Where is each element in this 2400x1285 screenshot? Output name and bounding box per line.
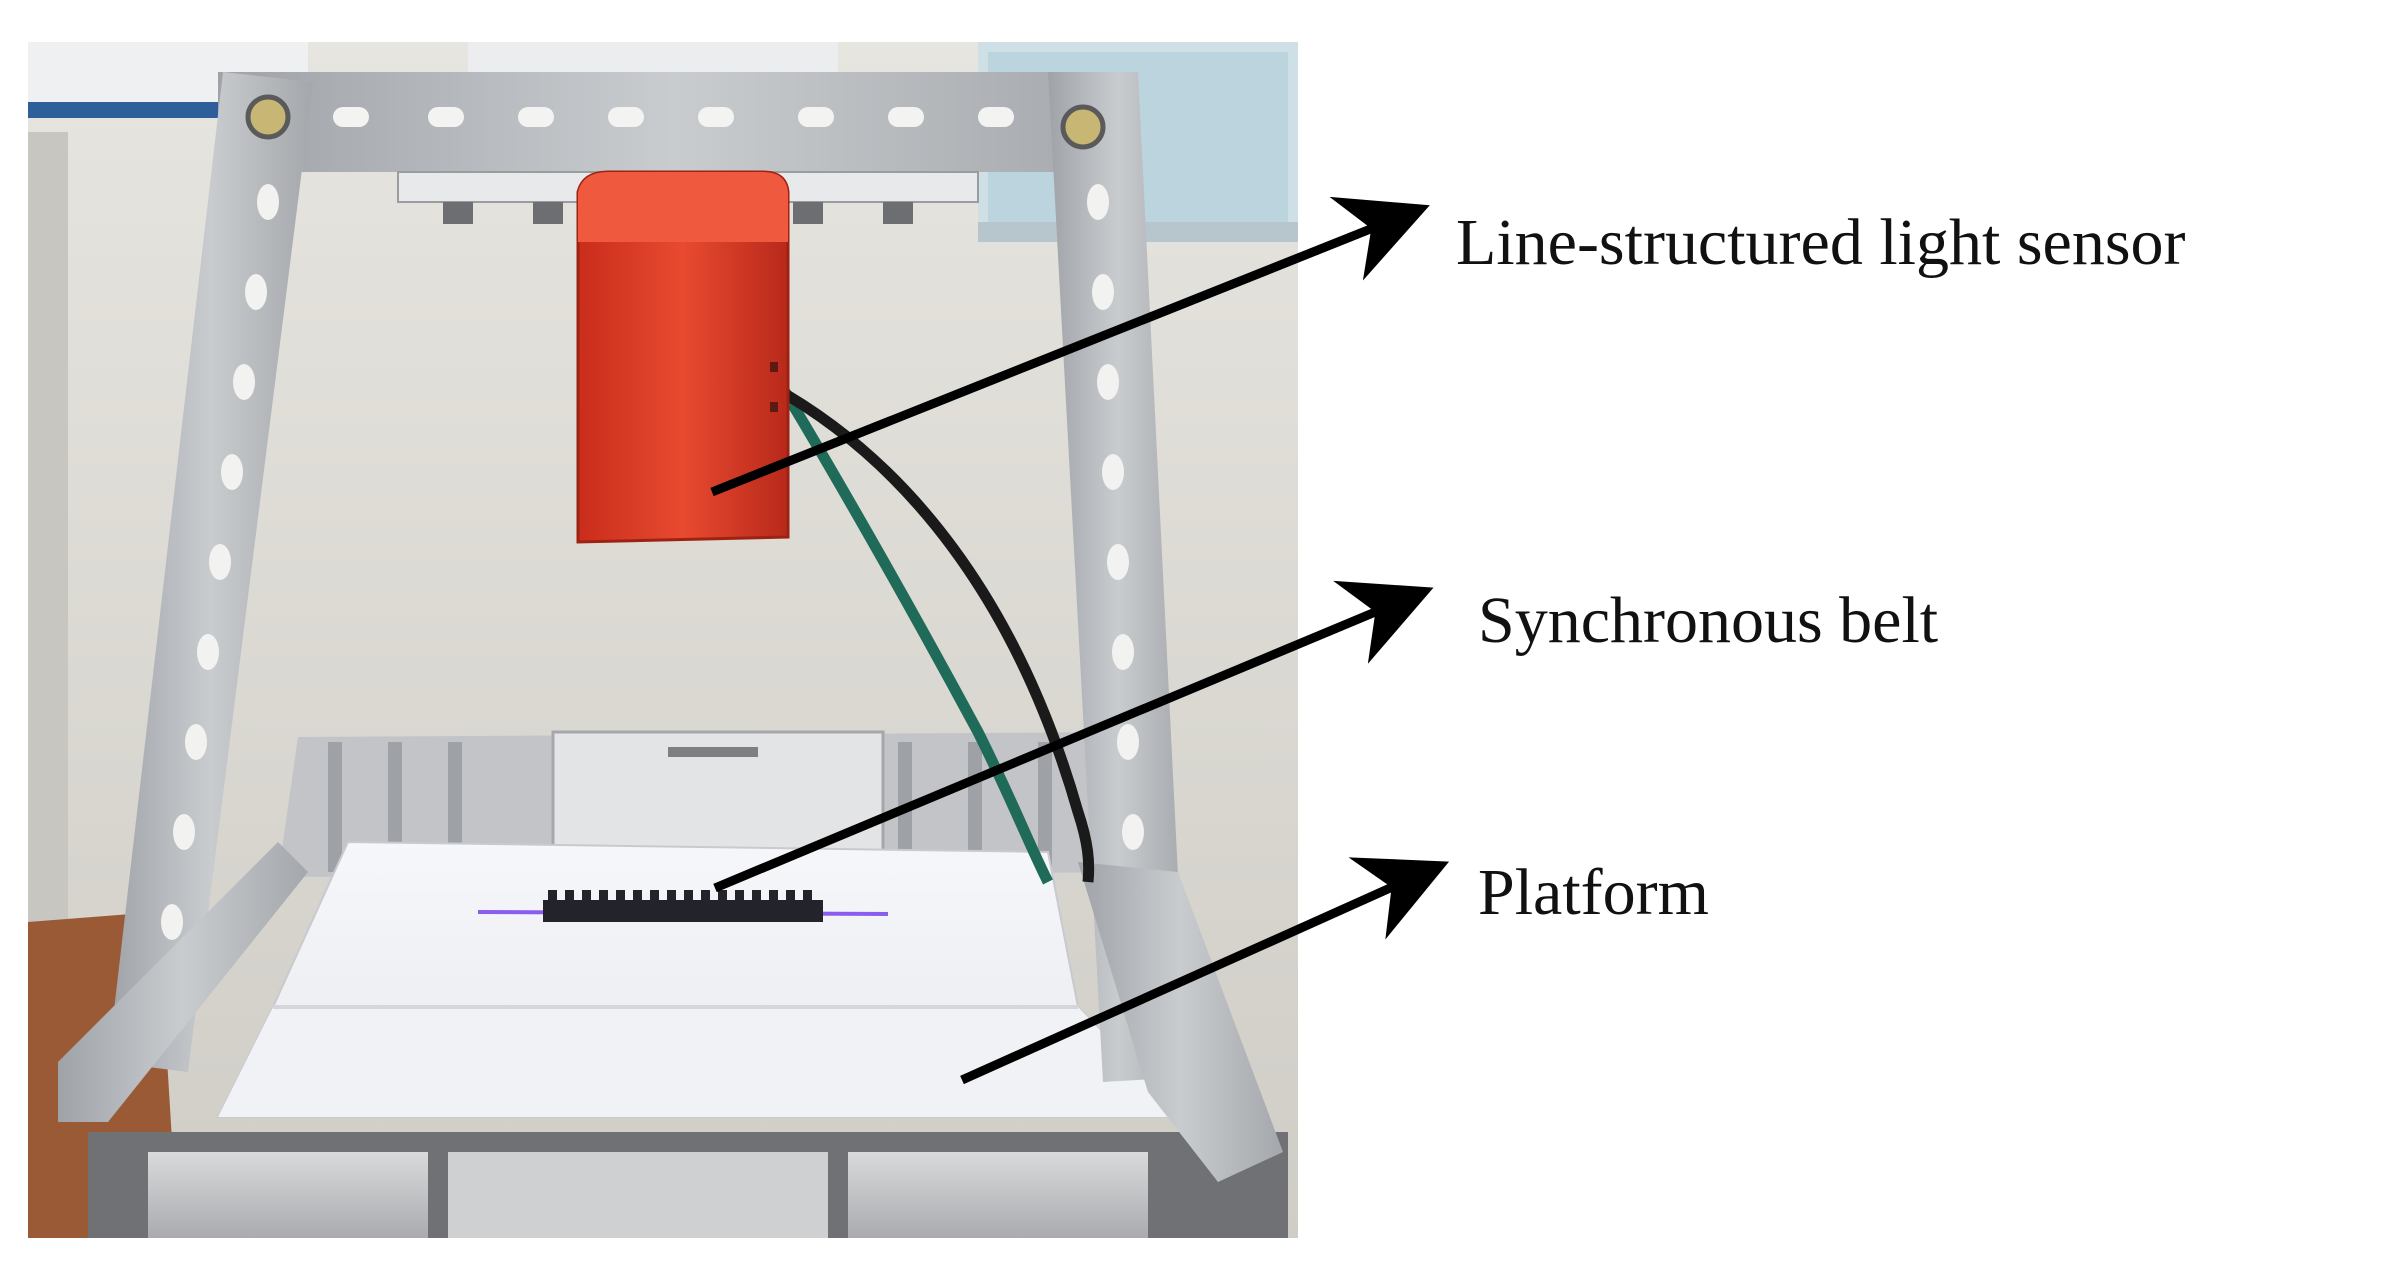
label-line-structured-light-sensor: Line-structured light sensor	[1456, 206, 2186, 279]
label-platform: Platform	[1478, 856, 1709, 929]
bolt-right	[1060, 104, 1106, 150]
frame-top-beam	[218, 72, 1128, 172]
wall-corner	[28, 132, 68, 932]
synchronous-belt	[543, 900, 823, 922]
bracket-left	[58, 842, 308, 1122]
label-synchronous-belt: Synchronous belt	[1478, 584, 1939, 657]
setup-photo	[28, 42, 1298, 1238]
frame-left-upright	[108, 72, 313, 1072]
line-structured-light-sensor	[576, 170, 790, 544]
bolt-left	[245, 94, 291, 140]
